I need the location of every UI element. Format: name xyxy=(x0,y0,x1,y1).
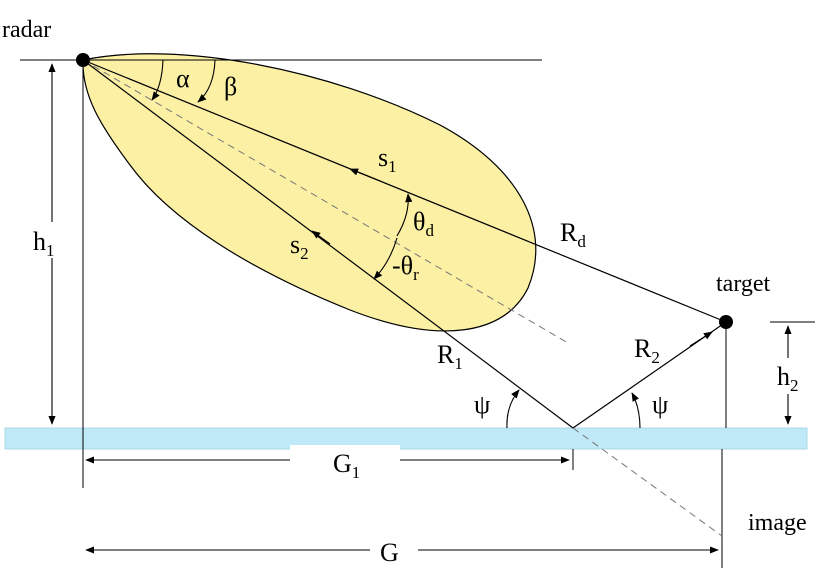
ground-surface xyxy=(4,427,808,450)
target-label: target xyxy=(716,271,771,297)
image-path-dashed xyxy=(572,427,723,537)
theta-r-label: -θr xyxy=(392,251,419,284)
theta-d-label: θd xyxy=(413,207,434,240)
R2-label: R2 xyxy=(634,334,660,367)
theta-d-arc xyxy=(396,193,413,237)
radar-point xyxy=(76,53,90,67)
radar-label: radar xyxy=(2,17,51,43)
s2-label: s2 xyxy=(290,230,309,263)
antenna-beam-lobe xyxy=(82,53,537,332)
beam-axis-dashed xyxy=(82,59,569,344)
R1-label: R1 xyxy=(437,340,463,373)
G1-label: G1 xyxy=(333,449,360,482)
G-label: G xyxy=(380,538,399,567)
s1-arrow xyxy=(349,168,381,182)
psi-right-label: ψ xyxy=(652,390,668,419)
h2-label: h2 xyxy=(777,362,799,395)
reflected-path-R1 xyxy=(82,59,574,429)
psi-left-label: ψ xyxy=(474,390,490,419)
alpha-label: α xyxy=(176,64,190,93)
psi-left-arc xyxy=(506,389,520,429)
R2-arrow xyxy=(689,331,713,347)
beta-label: β xyxy=(224,72,237,101)
Rd-label: Rd xyxy=(560,218,586,251)
direct-path-Rd xyxy=(82,59,727,323)
s2-arrow xyxy=(311,230,331,245)
s1-label: s1 xyxy=(378,143,397,176)
alpha-arc xyxy=(151,59,164,101)
theta-r-arc xyxy=(373,237,398,280)
image-label: image xyxy=(748,510,807,536)
h1-label: h1 xyxy=(33,227,55,260)
target-point xyxy=(719,315,733,329)
psi-right-arc xyxy=(631,392,641,429)
beta-arc xyxy=(197,59,216,103)
